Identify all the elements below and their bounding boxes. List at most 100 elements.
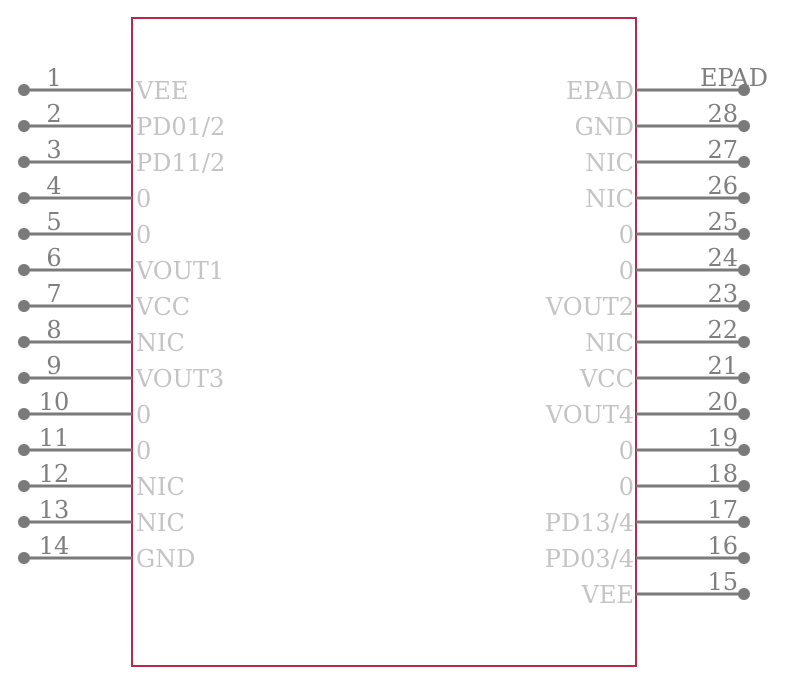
- pin-name: 0: [619, 257, 634, 285]
- pin-name: 0: [619, 221, 634, 249]
- pin-number: 1: [46, 64, 61, 92]
- pin-terminal: [18, 480, 30, 492]
- pin-terminal: [738, 192, 750, 204]
- pin-21: 21 VCC: [579, 352, 750, 393]
- pin-number: 17: [707, 496, 738, 524]
- pin-number: 11: [39, 424, 70, 452]
- pin-19: 19 0: [619, 424, 750, 465]
- right-pin-group: EPADEPAD28GND27NIC26NIC25024023VOUT222NI…: [545, 64, 768, 609]
- pin-name: NIC: [585, 185, 634, 213]
- pin-1: 1 VEE: [18, 64, 188, 105]
- pin-terminal: [18, 300, 30, 312]
- pin-name: EPAD: [566, 77, 634, 105]
- pin-terminal: [738, 444, 750, 456]
- pin-name: NIC: [136, 509, 185, 537]
- pin-name: VEE: [135, 77, 188, 105]
- pin-terminal: [18, 192, 30, 204]
- pin-terminal: [738, 228, 750, 240]
- pin-name: NIC: [585, 329, 634, 357]
- pin-number: 13: [39, 496, 70, 524]
- pin-terminal: [738, 552, 750, 564]
- pin-number: 25: [707, 208, 738, 236]
- pin-terminal: [738, 408, 750, 420]
- pin-terminal: [18, 516, 30, 528]
- pin-terminal: [738, 372, 750, 384]
- pin-number: 21: [707, 352, 738, 380]
- pin-number: 19: [707, 424, 738, 452]
- pin-17: 17 PD13/4: [545, 496, 750, 537]
- pin-number: 24: [707, 244, 738, 272]
- pin-number: 2: [46, 100, 61, 128]
- pin-terminal: [738, 588, 750, 600]
- pin-name: VCC: [579, 365, 634, 393]
- pin-name: 0: [136, 185, 151, 213]
- pin-number: 28: [707, 100, 738, 128]
- pin-terminal: [18, 372, 30, 384]
- pin-number: 22: [707, 316, 738, 344]
- pin-name: NIC: [136, 473, 185, 501]
- pin-23: 23 VOUT2: [545, 280, 750, 321]
- pin-25: 25 0: [619, 208, 750, 249]
- pin-number: 7: [46, 280, 61, 308]
- pin-number: 15: [707, 568, 738, 596]
- pin-epad: EPAD EPAD: [566, 64, 768, 105]
- pin-name: NIC: [136, 329, 185, 357]
- pin-terminal: [18, 336, 30, 348]
- pin-name: VOUT3: [135, 365, 224, 393]
- pin-number: EPAD: [700, 64, 768, 92]
- pin-number: 5: [46, 208, 61, 236]
- pin-name: 0: [619, 437, 634, 465]
- pin-name: PD11/2: [136, 149, 225, 177]
- pin-number: 26: [707, 172, 738, 200]
- pin-number: 27: [707, 136, 738, 164]
- pin-26: 26 NIC: [585, 172, 750, 213]
- pin-number: 14: [39, 532, 70, 560]
- pin-terminal: [18, 552, 30, 564]
- pin-number: 12: [39, 460, 70, 488]
- pin-name: PD03/4: [545, 545, 634, 573]
- pin-2: 2 PD01/2: [18, 100, 225, 141]
- pin-number: 18: [707, 460, 738, 488]
- pin-name: 0: [136, 437, 151, 465]
- pin-name: PD01/2: [136, 113, 225, 141]
- pin-number: 4: [46, 172, 61, 200]
- pin-15: 15 VEE: [581, 568, 750, 609]
- pin-number: 16: [707, 532, 738, 560]
- pin-18: 18 0: [619, 460, 750, 501]
- pin-name: 0: [619, 473, 634, 501]
- pin-terminal: [18, 408, 30, 420]
- pin-name: 0: [136, 221, 151, 249]
- pin-terminal: [738, 516, 750, 528]
- pin-name: VEE: [581, 581, 634, 609]
- pin-number: 23: [707, 280, 738, 308]
- pin-terminal: [18, 120, 30, 132]
- pin-13: 13 NIC: [18, 496, 185, 537]
- pin-12: 12 NIC: [18, 460, 185, 501]
- pin-terminal: [738, 336, 750, 348]
- pin-terminal: [738, 120, 750, 132]
- pin-number: 20: [707, 388, 738, 416]
- pin-name: VOUT2: [545, 293, 634, 321]
- pin-16: 16 PD03/4: [545, 532, 750, 573]
- pin-24: 24 0: [619, 244, 750, 285]
- pin-terminal: [738, 156, 750, 168]
- pin-3: 3 PD11/2: [18, 136, 225, 177]
- pin-name: GND: [575, 113, 634, 141]
- pin-number: 10: [39, 388, 70, 416]
- pin-number: 3: [46, 136, 61, 164]
- pin-name: PD13/4: [545, 509, 634, 537]
- pin-28: 28 GND: [575, 100, 750, 141]
- pin-terminal: [738, 300, 750, 312]
